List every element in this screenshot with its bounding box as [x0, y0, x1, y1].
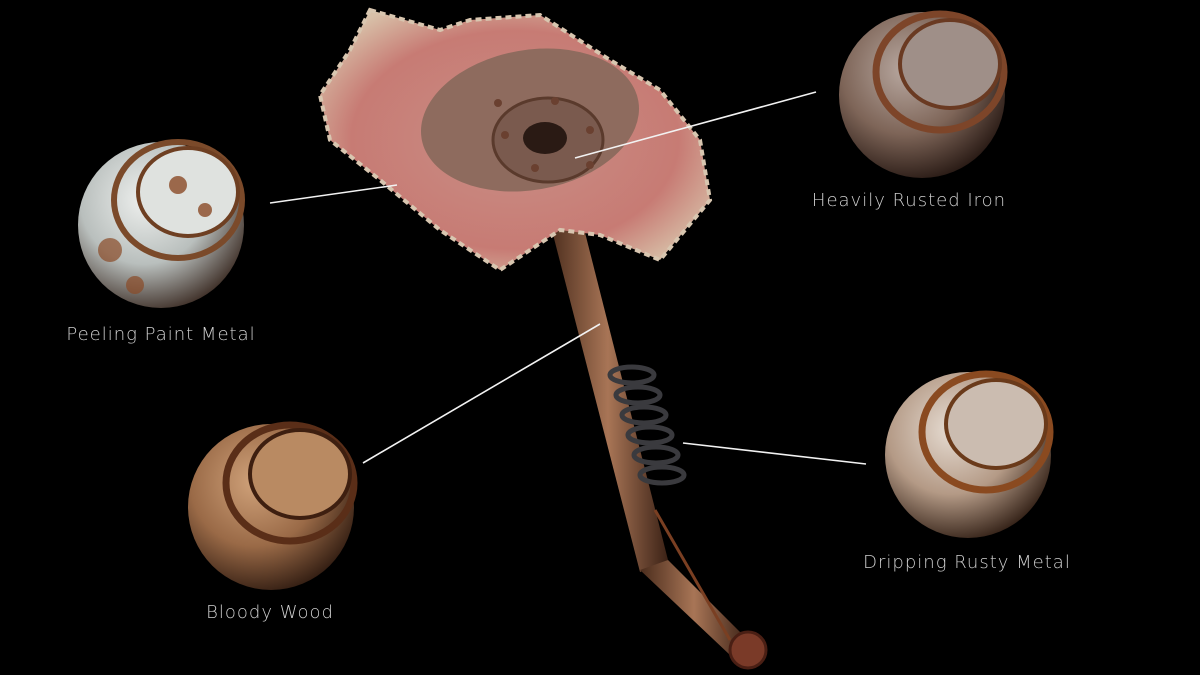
callout-lines	[269, 91, 867, 465]
label-peeling-paint-metal: Peeling Paint Metal	[66, 324, 256, 345]
weapon-head-sawblade	[317, 7, 713, 273]
weapon-handle	[548, 205, 768, 670]
label-dripping-rusty-metal: Dripping Rusty Metal	[863, 552, 1071, 573]
callout-line-peeling	[269, 184, 398, 204]
label-heavily-rusted-iron: Heavily Rusted Iron	[811, 190, 1007, 211]
callout-line-heavily	[574, 91, 817, 159]
sphere-peeling-paint-metal	[78, 139, 245, 308]
callout-line-bloody	[362, 323, 601, 464]
sphere-bloody-wood	[188, 421, 358, 590]
callout-line-dripping	[682, 442, 867, 465]
sphere-dripping-rusty-metal	[885, 370, 1054, 538]
label-bloody-wood: Bloody Wood	[206, 602, 334, 623]
sphere-heavily-rusted-iron	[839, 10, 1008, 178]
